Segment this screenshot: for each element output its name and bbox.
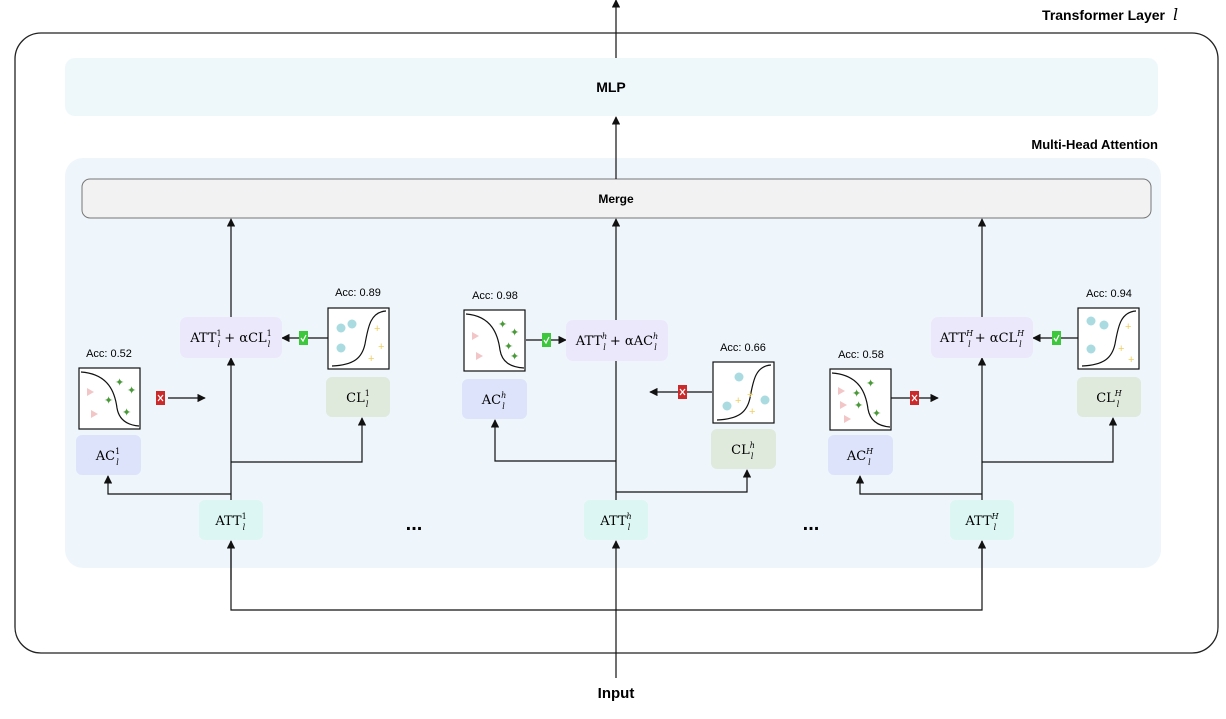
combo-box-headH: [931, 317, 1033, 358]
ac-box-headH: [828, 435, 893, 475]
cl-acc-head1: Acc: 0.89: [335, 287, 381, 299]
att-box-head1: [199, 500, 263, 540]
mlp-block: [65, 58, 1158, 116]
svg-text:✦: ✦: [510, 327, 519, 339]
svg-text:✦: ✦: [122, 407, 131, 419]
layer-symbol: l: [1173, 5, 1178, 24]
check-icon: [299, 331, 308, 345]
svg-text:✦: ✦: [854, 400, 863, 412]
svg-text:+: +: [368, 353, 374, 365]
ac-box-headh: [462, 379, 527, 419]
mlp-label: MLP: [596, 79, 626, 95]
ac-acc-headH: Acc: 0.58: [838, 349, 884, 361]
svg-text:+: +: [1128, 354, 1134, 366]
cl-acc-headH: Acc: 0.94: [1086, 288, 1132, 300]
svg-text:✦: ✦: [498, 319, 507, 331]
check-icon: [1052, 331, 1061, 345]
ac-acc-headh: Acc: 0.98: [472, 290, 518, 302]
svg-text:+: +: [378, 341, 384, 353]
svg-text:✦: ✦: [127, 385, 136, 397]
ac-classifier-plot-headH: ✦ ✦ ✦ ✦: [829, 368, 892, 431]
cl-classifier-plot-headh: + + +: [712, 361, 775, 424]
svg-text:+: +: [1125, 321, 1131, 333]
input-label: Input: [598, 685, 635, 702]
cl-acc-headh: Acc: 0.66: [720, 342, 766, 354]
svg-text:✦: ✦: [872, 408, 881, 420]
att-box-headh: [584, 500, 648, 540]
check-icon: [542, 333, 551, 347]
cl-classifier-plot-head1: + + +: [327, 307, 390, 370]
svg-text:+: +: [735, 395, 741, 407]
svg-text:✦: ✦: [866, 378, 875, 390]
cl-box-head1: [326, 377, 390, 417]
svg-text:+: +: [1118, 343, 1124, 355]
cl-box-headh: [711, 429, 776, 469]
ellipsis-left: ...: [406, 513, 423, 535]
cl-classifier-plot-headH: + + +: [1077, 307, 1140, 370]
svg-text:✦: ✦: [104, 395, 113, 407]
combo-box-head1: [180, 317, 282, 358]
svg-text:+: +: [749, 406, 755, 418]
svg-text:✦: ✦: [852, 388, 861, 400]
svg-text:+: +: [374, 323, 380, 335]
ac-box-head1: [76, 435, 141, 475]
svg-text:✦: ✦: [115, 377, 124, 389]
ellipsis-right: ...: [803, 513, 820, 535]
ac-classifier-plot-head1: ✦ ✦ ✦ ✦: [78, 367, 141, 430]
cl-box-headH: [1077, 377, 1141, 417]
mha-title: Multi-Head Attention: [1031, 137, 1158, 152]
layer-title: Transformer Layer: [1042, 7, 1165, 23]
svg-text:✦: ✦: [510, 351, 519, 363]
att-box-headH: [950, 500, 1014, 540]
ac-acc-head1: Acc: 0.52: [86, 348, 132, 360]
merge-label: Merge: [598, 192, 634, 206]
combo-box-headh: [566, 320, 668, 361]
svg-text:✦: ✦: [504, 341, 513, 353]
svg-text:+: +: [747, 389, 753, 401]
ac-classifier-plot-headh: ✦ ✦ ✦ ✦: [463, 309, 526, 372]
